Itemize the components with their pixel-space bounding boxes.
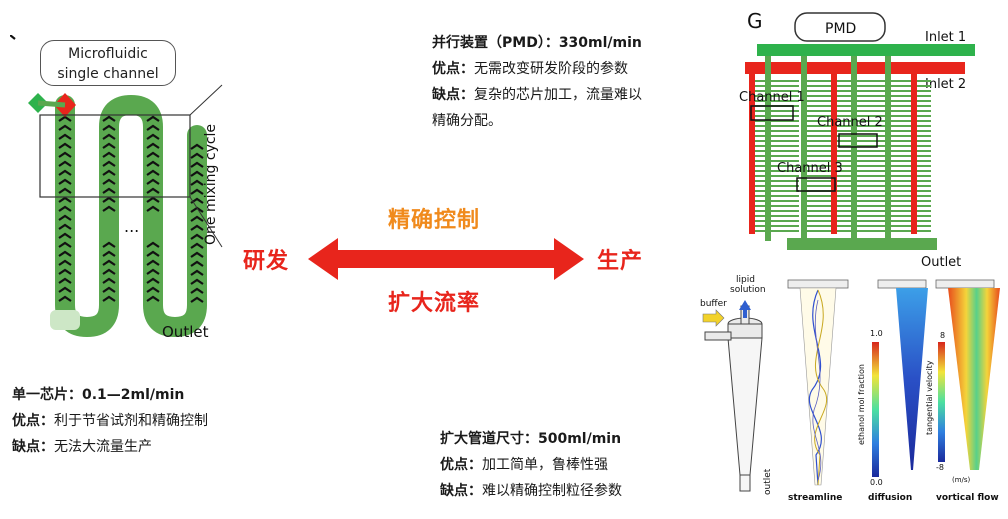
pmd-info: 并行装置（PMD）：330ml/min 优点：无需改变研发阶段的参数 缺点：复杂… bbox=[432, 30, 642, 134]
pmd-con-label: 缺点： bbox=[432, 87, 474, 103]
pmd-label: PMD bbox=[825, 21, 856, 37]
pmd-diagram: G PMD Inlet 1 Inlet 2 Outlet Channel 1 C… bbox=[739, 9, 975, 270]
pmd-pro-text: 无需改变研发阶段的参数 bbox=[474, 61, 628, 77]
streamline-label: streamline bbox=[788, 493, 842, 503]
buffer-label: buffer bbox=[700, 299, 727, 309]
tangential-min: -8 bbox=[936, 463, 944, 472]
pmd-con-text-2: 精确分配。 bbox=[432, 113, 502, 129]
callout-line-1: Microfluidic bbox=[68, 46, 148, 62]
channel3-label: Channel 3 bbox=[777, 161, 843, 176]
single-chip-pro-text: 利于节省试剂和精确控制 bbox=[54, 413, 208, 429]
vortical-label: vortical flow bbox=[936, 493, 999, 503]
diffusion-panel bbox=[872, 279, 928, 477]
mixing-cycle-label: One mixing cycle bbox=[203, 124, 219, 245]
tangential-axis-label: tangential velocity bbox=[925, 360, 934, 435]
pmd-con-text: 复杂的芯片加工，流量难以 bbox=[474, 87, 642, 103]
cone-outlet-label: outlet bbox=[763, 468, 773, 495]
scaleup-con-label: 缺点： bbox=[440, 483, 482, 499]
scaleup-con-text: 难以精确控制粒径参数 bbox=[482, 483, 622, 499]
pmd-outlet-label: Outlet bbox=[921, 255, 961, 270]
left-outlet-label: Outlet bbox=[162, 323, 209, 341]
flow-simulation: lipid solution buffer outlet streamline … bbox=[700, 275, 1000, 503]
mixing-cycle-box bbox=[39, 114, 191, 198]
scaleup-title: 扩大管道尺寸：500ml/min bbox=[440, 431, 622, 447]
scaleup-pro-label: 优点： bbox=[440, 457, 482, 473]
diffusion-label: diffusion bbox=[868, 493, 912, 503]
herringbone-pattern bbox=[10, 35, 16, 40]
channel1-label: Channel 1 bbox=[739, 90, 805, 105]
ethanol-min: 0.0 bbox=[870, 478, 883, 487]
single-chip-con-label: 缺点： bbox=[12, 439, 54, 455]
scaleup-info: 扩大管道尺寸：500ml/min 优点：加工简单，鲁棒性强 缺点：难以精确控制粒… bbox=[440, 426, 622, 504]
inlet1-bar bbox=[757, 44, 917, 56]
vortical-panel bbox=[935, 279, 1000, 470]
buffer-arrow bbox=[702, 309, 725, 327]
single-channel-diagram: ... One mixing cycle Outlet bbox=[10, 35, 223, 341]
single-chip-con-text: 无法大流量生产 bbox=[54, 439, 152, 455]
lipid-label-2: solution bbox=[730, 285, 766, 295]
tangential-colorbar bbox=[938, 342, 945, 462]
lipid-label-1: lipid bbox=[736, 275, 755, 285]
pmd-outlet-bar bbox=[787, 238, 937, 250]
ethanol-colorbar bbox=[872, 342, 879, 477]
velocity-units: (m/s) bbox=[952, 476, 971, 484]
pmd-title: 并行装置（PMD）：330ml/min bbox=[432, 35, 642, 51]
microfluidic-callout: Microfluidic single channel bbox=[40, 40, 176, 86]
single-chip-pro-label: 优点： bbox=[12, 413, 54, 429]
arrow-top-label: 精确控制 bbox=[388, 208, 481, 233]
arrow-left-label: 研发 bbox=[243, 249, 290, 274]
streamline-panel bbox=[787, 279, 849, 486]
single-chip-info: 单一芯片：0.1—2ml/min 优点：利于节省试剂和精确控制 缺点：无法大流量… bbox=[12, 382, 208, 460]
scaleup-pro-text: 加工简单，鲁棒性强 bbox=[482, 457, 608, 473]
arrow-bottom-label: 扩大流率 bbox=[388, 291, 481, 316]
pmd-label-box bbox=[794, 12, 886, 42]
channel-ellipsis: ... bbox=[124, 217, 139, 236]
lipid-arrow bbox=[739, 300, 751, 318]
inlet2-label: Inlet 2 bbox=[925, 77, 966, 92]
callout-line-2: single channel bbox=[57, 66, 159, 82]
inlet1-label: Inlet 1 bbox=[925, 30, 966, 45]
double-arrow bbox=[308, 238, 584, 280]
single-chip-title: 单一芯片：0.1—2ml/min bbox=[12, 387, 185, 403]
tangential-max: 8 bbox=[940, 331, 945, 340]
pmd-pro-label: 优点： bbox=[432, 61, 474, 77]
ethanol-max: 1.0 bbox=[870, 329, 883, 338]
serpentine-channel bbox=[55, 94, 207, 338]
ethanol-axis-label: ethanol mol fraction bbox=[857, 364, 866, 445]
arrow-right-label: 生产 bbox=[597, 249, 644, 274]
cone-mixer bbox=[702, 300, 763, 492]
panel-letter: G bbox=[747, 9, 763, 33]
channel2-label: Channel 2 bbox=[817, 115, 883, 130]
inlet2-bar bbox=[745, 62, 920, 74]
